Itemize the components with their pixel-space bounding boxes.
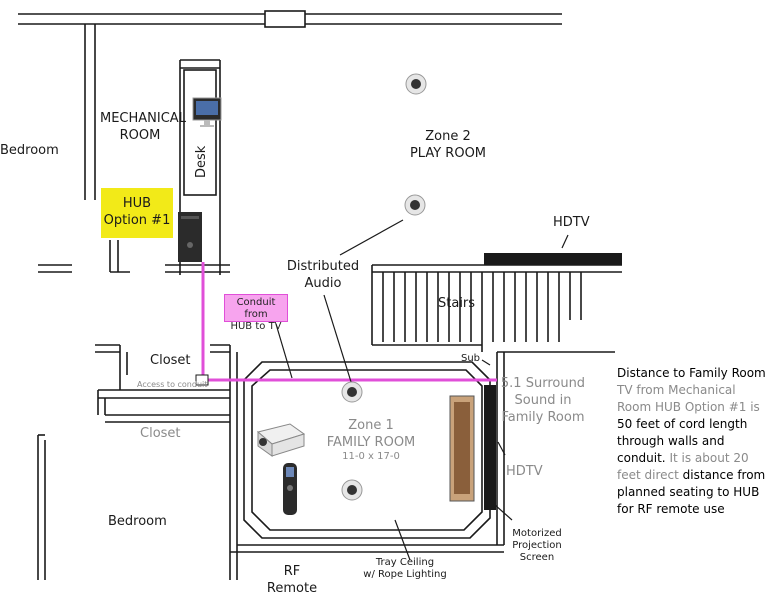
mechanical-room-line2: ROOM bbox=[119, 128, 161, 143]
screen-line1: Motorized bbox=[512, 528, 562, 539]
imac-icon bbox=[192, 97, 222, 127]
tray-line1: Tray Ceiling bbox=[375, 557, 435, 568]
screen-line2: Projection bbox=[512, 540, 562, 551]
note-3: 50 feet of cord length through walls and… bbox=[617, 417, 748, 465]
surround-line3: Family Room bbox=[501, 410, 585, 425]
desk-label: Desk bbox=[194, 145, 209, 178]
conduit-line2: HUB to TV bbox=[230, 321, 282, 332]
zone2-line2: PLAY ROOM bbox=[409, 146, 487, 161]
surround-sound-label: 5.1 Surround Sound in Family Room bbox=[500, 375, 586, 426]
access-to-conduit-label: Access to conduit bbox=[137, 380, 208, 389]
stair-treads bbox=[382, 272, 582, 342]
conduit-label: Conduit from HUB to TV bbox=[224, 294, 288, 332]
rf-remote-label: RF Remote bbox=[256, 563, 328, 597]
hdtv-top-label: HDTV bbox=[553, 215, 590, 230]
hub-line1: HUB bbox=[122, 196, 152, 211]
closet-bottom-label: Closet bbox=[140, 426, 181, 441]
mechanical-room-line1: MECHANICAL bbox=[100, 111, 186, 126]
flat-tv-icon bbox=[484, 253, 622, 265]
tray-line2: w/ Rope Lighting bbox=[363, 569, 447, 580]
closet-top-label: Closet bbox=[150, 353, 191, 368]
surround-line2: Sound in bbox=[514, 393, 572, 408]
zone1-dimensions: 11-0 x 17-0 bbox=[342, 451, 400, 462]
note-2: TV from Mechanical Room HUB Option #1 is bbox=[617, 383, 760, 414]
note-5: distance from planned seating to HUB for… bbox=[617, 468, 766, 516]
rf-line1: RF bbox=[283, 564, 301, 579]
zone2-line1: Zone 2 bbox=[425, 129, 471, 144]
tray-ceiling-label: Tray Ceiling w/ Rope Lighting bbox=[345, 557, 465, 581]
walls bbox=[18, 10, 622, 580]
projector-icon bbox=[256, 423, 306, 457]
note-4: It is about 20 feet direct bbox=[617, 451, 749, 482]
distributed-audio-label: Distributed Audio bbox=[283, 258, 363, 292]
screen-line3: Screen bbox=[519, 552, 555, 563]
zone1-label: Zone 1 FAMILY ROOM 11-0 x 17-0 bbox=[318, 417, 424, 463]
zone1-line2: FAMILY ROOM bbox=[326, 435, 416, 450]
bedroom-bottom-label: Bedroom bbox=[108, 514, 167, 529]
surround-line1: 5.1 Surround bbox=[500, 376, 586, 391]
ceiling-speaker-icon bbox=[341, 381, 363, 403]
hub-option-label: HUB Option #1 bbox=[101, 195, 173, 229]
conduit-line1: Conduit from bbox=[236, 297, 276, 320]
stairs-label: Stairs bbox=[438, 296, 476, 311]
pointer-lines bbox=[275, 219, 569, 561]
remote-control-icon bbox=[283, 463, 297, 515]
rf-line2: Remote bbox=[266, 581, 318, 596]
mechanical-room-label: MECHANICAL ROOM bbox=[100, 110, 186, 144]
distributed-audio-line1: Distributed bbox=[286, 259, 360, 274]
ceiling-speaker-icon bbox=[405, 73, 427, 95]
note-1: Distance to Family Room bbox=[617, 366, 766, 380]
ceiling-speaker-icon bbox=[341, 479, 363, 501]
bedroom-label: Bedroom bbox=[0, 143, 59, 158]
distributed-audio-line2: Audio bbox=[304, 276, 342, 291]
projection-screen-label: Motorized Projection Screen bbox=[505, 528, 569, 564]
distance-notes: Distance to Family Room TV from Mechanic… bbox=[617, 365, 769, 518]
flat-tv-icon bbox=[449, 385, 496, 510]
zone1-line1: Zone 1 bbox=[348, 418, 394, 433]
zone2-label: Zone 2 PLAY ROOM bbox=[400, 128, 496, 162]
hub-highlight bbox=[101, 188, 173, 238]
hub-line2: Option #1 bbox=[103, 213, 171, 228]
computer-tower-icon bbox=[178, 212, 202, 262]
hdtv-right-label: HDTV bbox=[506, 464, 543, 479]
sub-label: Sub bbox=[461, 353, 481, 364]
ceiling-speaker-icon bbox=[404, 194, 426, 216]
